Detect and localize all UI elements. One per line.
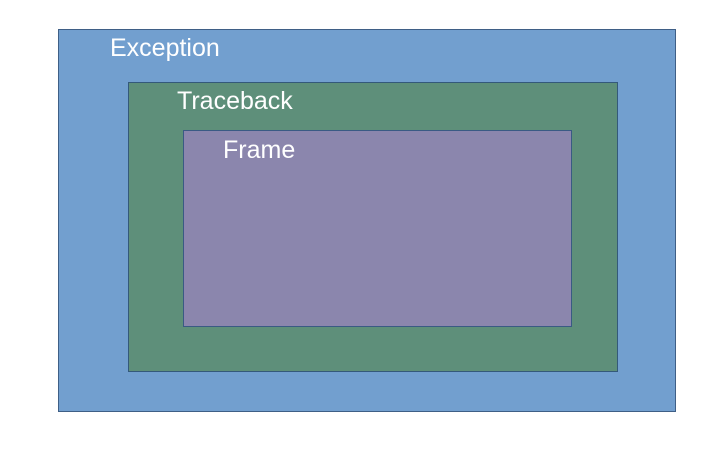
frame-label: Frame [223,136,296,164]
traceback-label: Traceback [177,87,293,115]
exception-label: Exception [110,34,220,62]
frame-box [183,130,572,327]
